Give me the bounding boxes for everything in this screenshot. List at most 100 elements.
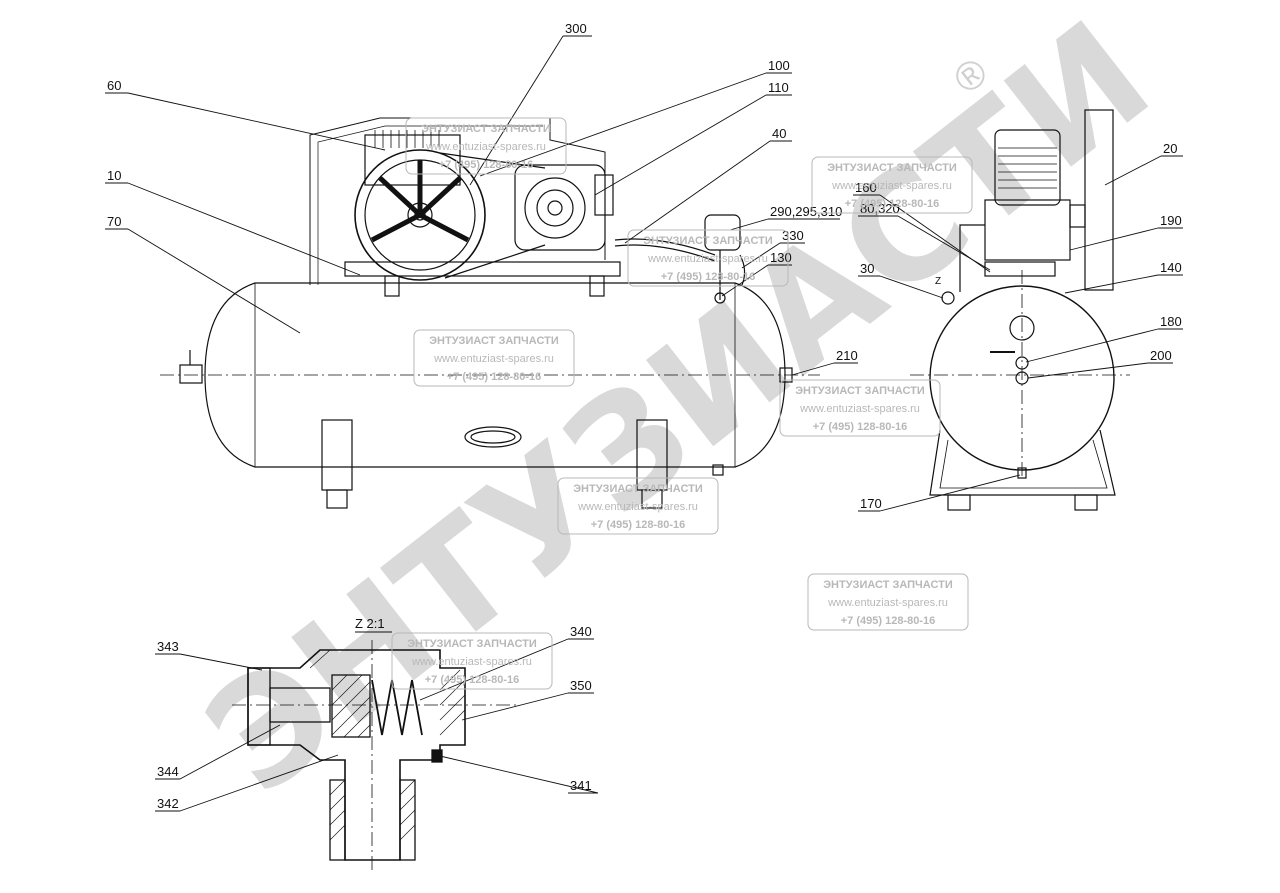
- watermark-url: www.entuziast-spares.ru: [647, 253, 768, 265]
- mount-bolt-right: [589, 275, 605, 297]
- watermark-phone: +7 (495) 128-80-16: [447, 371, 541, 383]
- watermark-stamp: ЭНТУЗИАСТ ЗАПЧАСТИ www.entuziast-spares.r…: [405, 117, 567, 175]
- stand-foot-right: [1074, 494, 1098, 511]
- mount-bolt-left: [384, 275, 400, 297]
- belt-guard-end: [1084, 109, 1114, 291]
- part-label-70: 70: [107, 214, 121, 229]
- part-label-340: 340: [570, 624, 592, 639]
- delivery-pipe: [614, 238, 716, 256]
- part-label-341: 341: [570, 778, 592, 793]
- tank-drain: [712, 464, 724, 476]
- tank-stand-inner: [939, 439, 1108, 489]
- watermark-url: www.entuziast-spares.ru: [433, 353, 554, 365]
- watermark-stamp: ЭНТУЗИАСТ ЗАПЧАСТИ www.entuziast-spares.r…: [557, 477, 719, 535]
- leader-line-70: [127, 228, 301, 334]
- switch-cable: [739, 254, 746, 286]
- flywheel: [354, 149, 486, 281]
- watermark-url: www.entuziast-spares.ru: [411, 656, 532, 668]
- watermark-phone: +7 (495) 128-80-16: [841, 615, 935, 627]
- inspection-port-inner: [470, 430, 516, 444]
- outlet-seal: [431, 749, 443, 763]
- watermark-stamp: ЭНТУЗИАСТ ЗАПЧАСТИwww.entuziast-spares.r…: [391, 632, 553, 690]
- outlet-wall-left: [329, 779, 346, 861]
- pump-head-end: [994, 129, 1061, 206]
- end-view-port: [1009, 315, 1035, 341]
- tank-foot-left: [321, 419, 353, 491]
- part-label-342: 342: [157, 796, 179, 811]
- watermark-title: ЭНТУЗИАСТ ЗАПЧАСТИ: [573, 483, 703, 495]
- detail-title: Z 2:1: [355, 616, 385, 631]
- pump-head-fins: [998, 147, 1057, 189]
- watermark-title: ЭНТУЗИАСТ ЗАПЧАСТИ: [827, 162, 957, 174]
- pressure-switch-fitting: [714, 292, 726, 304]
- leader-line-330: [741, 242, 781, 269]
- part-label-190: 190: [1160, 213, 1182, 228]
- leader-line-170: [879, 474, 1021, 512]
- pump-end-housing: [984, 199, 1071, 261]
- electric-motor: [514, 164, 606, 251]
- watermark-title: ЭНТУЗИАСТ ЗАПЧАСТИ: [421, 123, 551, 135]
- watermark-url: www.entuziast-spares.ru: [831, 180, 952, 192]
- part-label-80: 80,320: [860, 201, 900, 216]
- leader-line-100: [479, 72, 767, 177]
- leader-line-180: [1025, 328, 1159, 363]
- pressure-switch: [704, 214, 741, 251]
- watermark-stamp: ЭНТУЗИАСТ ЗАПЧАСТИ www.entuziast-spares.r…: [627, 229, 789, 287]
- part-label-110: 110: [768, 80, 789, 95]
- tank-foot-right-pad: [641, 489, 663, 509]
- outlet-wall-right: [399, 779, 416, 861]
- part-label-130: 130: [770, 250, 792, 265]
- part-labels: 30010011060401070290,295,310330130210160…: [107, 21, 1182, 811]
- watermark-title: ЭНТУЗИАСТ ЗАПЧАСТИ: [643, 235, 773, 247]
- watermark-phone: +7 (495) 128-80-16: [813, 421, 907, 433]
- watermark-stamp: ЭНТУЗИАСТ ЗАПЧАСТИ www.entuziast-spares.r…: [807, 573, 969, 631]
- leader-line-300: [469, 35, 564, 186]
- detail-z-check-valve: [232, 640, 520, 870]
- watermark-url: www.entuziast-spares.ru: [799, 403, 920, 415]
- leader-line-190: [1069, 227, 1159, 251]
- leader-line-344: [179, 724, 281, 780]
- watermark-url: www.entuziast-spares.ru: [425, 141, 546, 153]
- big-watermark-text: ЭНТУЗИАСТИ: [176, 0, 1181, 828]
- end-delivery-pipe: [959, 224, 985, 292]
- motor-pulley-inner: [536, 189, 574, 227]
- watermark-title: ЭНТУЗИАСТ ЗАПЧАСТИ: [823, 579, 953, 591]
- part-label-140: 140: [1160, 260, 1182, 275]
- belt-guard-inner: [317, 125, 543, 285]
- pump-cylinder: [364, 134, 461, 186]
- inspection-port: [464, 426, 522, 448]
- part-label-180: 180: [1160, 314, 1182, 329]
- watermark-url: www.entuziast-spares.ru: [827, 597, 948, 609]
- leader-lines: [105, 35, 1183, 812]
- motor-terminal-box: [594, 174, 614, 216]
- part-label-300: 300: [565, 21, 587, 36]
- watermark-stamp: ЭНТУЗИАСТ ЗАПЧАСТИwww.entuziast-spares.r…: [413, 329, 575, 387]
- leader-line-60: [127, 92, 386, 151]
- leader-line-350: [461, 692, 569, 721]
- mounting-plate: [344, 261, 621, 277]
- tank-end-fitting: [179, 364, 203, 384]
- leader-line-110: [594, 94, 767, 196]
- part-label-330: 330: [782, 228, 804, 243]
- compressor-end-view: [910, 109, 1130, 511]
- watermark-url: www.entuziast-spares.ru: [577, 501, 698, 513]
- tank-stand: [929, 429, 1116, 496]
- compressor-side-view: [160, 117, 820, 509]
- watermark-stamps: ЭНТУЗИАСТ ЗАПЧАСТИ www.entuziast-spares.r…: [391, 117, 973, 690]
- leader-line-343: [179, 653, 263, 671]
- watermark-phone: +7 (495) 128-80-16: [439, 159, 533, 171]
- body-hatch: [299, 649, 466, 841]
- part-label-160: 160: [855, 180, 877, 195]
- watermark-phone: +7 (495) 128-80-16: [591, 519, 685, 531]
- part-label-20: 20: [1163, 141, 1177, 156]
- watermark-stamp: ЭНТУЗИАСТ ЗАПЧАСТИwww.entuziast-spares.r…: [779, 379, 941, 437]
- leader-line-10: [127, 182, 361, 276]
- leader-line-341: [439, 755, 599, 794]
- flywheel-spokes: [370, 160, 470, 243]
- leader-line-210: [791, 362, 835, 376]
- part-label-290: 290,295,310: [770, 204, 842, 219]
- stand-foot-left: [947, 494, 971, 511]
- motor-pulley: [524, 177, 586, 239]
- leader-line-80: [897, 215, 991, 271]
